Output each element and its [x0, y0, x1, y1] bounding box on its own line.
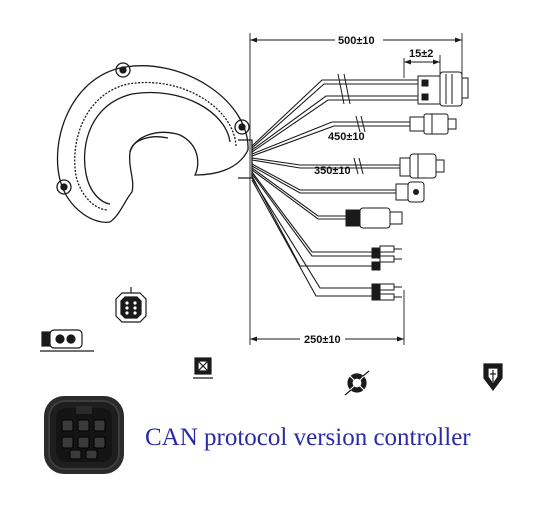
dim-mid-length-1: 450±10 — [328, 131, 365, 143]
bullet-connector-pair-2 — [371, 283, 402, 301]
cable-break-marks — [337, 73, 366, 175]
motor-housing — [56, 62, 253, 223]
main-connector — [417, 71, 469, 107]
six-pin-connector-face-icon — [115, 287, 147, 323]
dim-total-length: 500±10 — [338, 35, 375, 47]
can-connector-photo — [40, 392, 128, 478]
barrel-side-view-icon — [40, 329, 94, 352]
connector-450 — [409, 113, 457, 135]
cable-bundle — [251, 79, 418, 297]
dimension-arrows — [250, 37, 462, 342]
shield-pin-face-icon — [483, 363, 503, 391]
connector-pins — [61, 419, 106, 460]
dim-bottom-length: 250±10 — [304, 334, 341, 346]
dim-tip-length: 15±2 — [409, 48, 433, 60]
dim-mid-length-2: 350±10 — [314, 165, 351, 177]
round-pin-face-icon — [344, 370, 370, 396]
barrel-connector — [345, 207, 403, 229]
connector-small-round — [395, 181, 425, 203]
square-pin-face-icon — [193, 357, 213, 379]
connector-350 — [399, 153, 445, 179]
product-caption: CAN protocol version controller — [145, 424, 471, 451]
bullet-connector-pair-1 — [371, 245, 402, 271]
